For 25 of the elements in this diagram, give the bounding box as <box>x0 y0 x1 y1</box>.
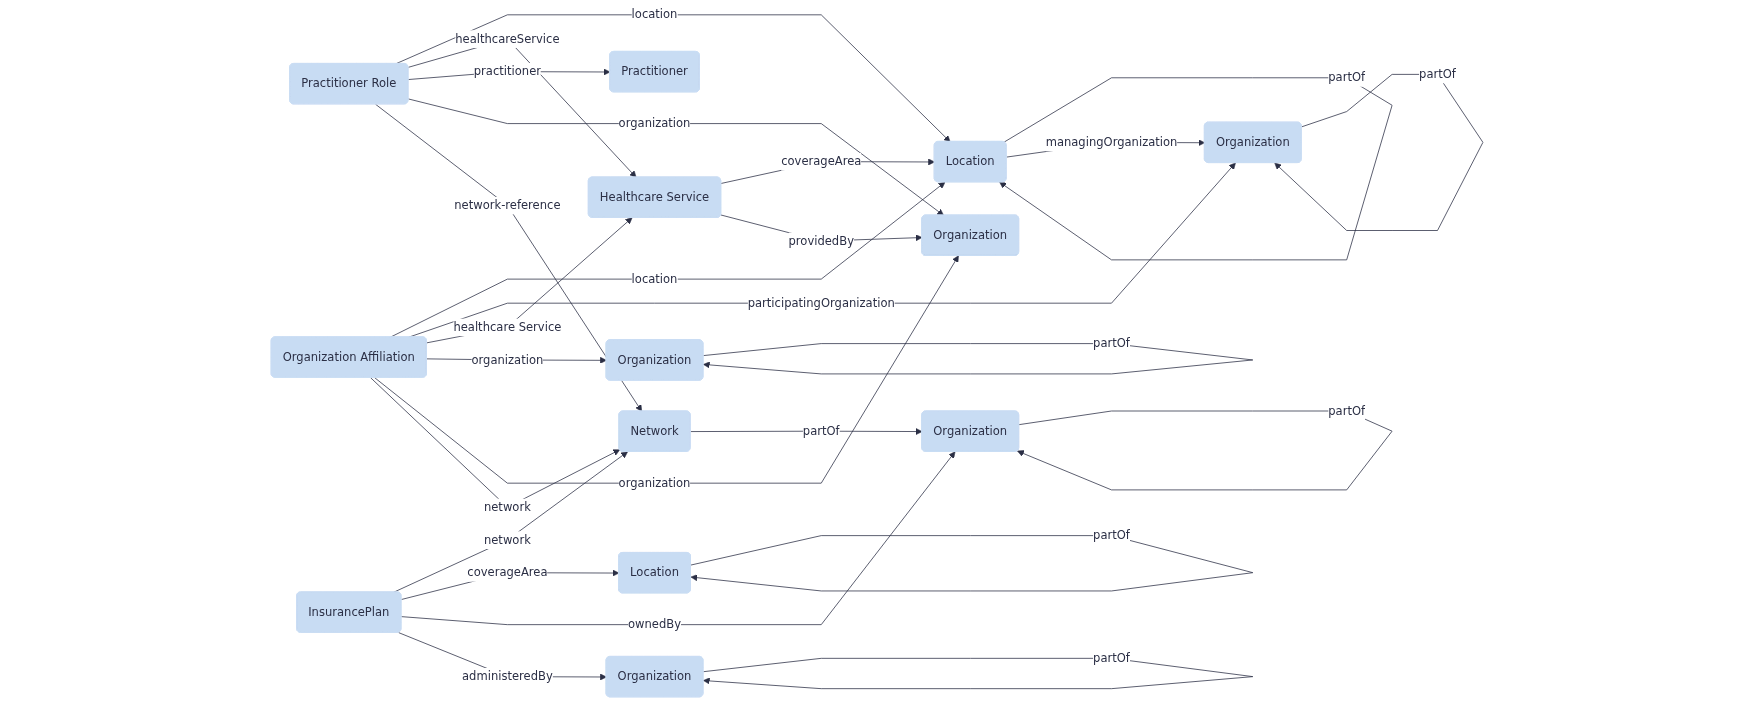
edge-label: healthcare Service <box>453 320 562 334</box>
edge-label: partOf <box>1093 528 1131 543</box>
edge-label: ownedBy <box>628 617 682 632</box>
edge-label: partOf <box>1328 70 1366 85</box>
edge-label: healthcareService <box>455 31 560 46</box>
edge-label: organization <box>471 352 544 367</box>
edge-label: administeredBy <box>462 669 554 684</box>
edge-label: providedBy <box>788 233 855 248</box>
edge-label: managingOrganization <box>1046 135 1178 150</box>
edge-label: partOf <box>1093 336 1131 351</box>
edge-label: organization <box>619 476 691 490</box>
edge-label: practitioner <box>474 64 542 79</box>
edge-label: partOf <box>803 424 841 438</box>
edge-label: network <box>484 532 532 547</box>
edge-label: organization <box>619 116 691 131</box>
edge-label: participatingOrganization <box>748 296 896 310</box>
edge-label: coverageArea <box>467 565 548 580</box>
edge-label: network <box>484 500 532 514</box>
edge-label: network-reference <box>454 198 561 213</box>
edge-label: partOf <box>1419 67 1457 82</box>
edge-label: partOf <box>1093 651 1131 666</box>
edge-label: coverageArea <box>781 154 862 169</box>
edge-label: location <box>632 271 678 286</box>
edge-label: location <box>632 7 678 22</box>
edge-label: partOf <box>1328 403 1366 418</box>
